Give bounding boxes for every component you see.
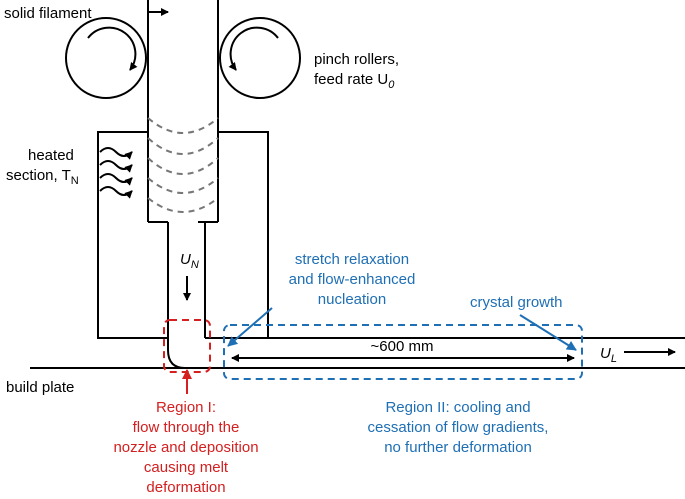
heated-block <box>97 131 269 339</box>
heated-section-label-line1: heated <box>28 147 74 164</box>
stretch-label-line1: stretch relaxation <box>295 251 409 268</box>
region-one-line1: Region I: <box>156 399 216 416</box>
stretch-label-line2: and flow-enhanced <box>289 271 416 288</box>
pinch-rollers-subscript: 0 <box>388 79 395 91</box>
crystal-growth-label: crystal growth <box>470 294 563 311</box>
region-one-line3: nozzle and deposition <box>113 439 258 456</box>
pinch-roller-right <box>219 17 301 99</box>
nozzle-and-strand <box>30 222 685 369</box>
nozzle-velocity-label: UN <box>180 251 199 271</box>
region-one-line5: deformation <box>146 479 225 496</box>
crystal-growth-pointer-arrow <box>519 314 577 351</box>
nucleation-pointer-arrow <box>227 307 273 347</box>
melt-front-curves <box>147 117 219 213</box>
region-one-line2: flow through the <box>133 419 240 436</box>
exit-velocity-label: UL <box>600 345 617 365</box>
pinch-rollers-label-line1: pinch rollers, <box>314 51 399 68</box>
region-two-line1: Region II: cooling and <box>385 399 530 416</box>
pinch-roller-left <box>65 17 147 99</box>
pinch-rollers-label-line2: feed rate U0 <box>314 71 395 91</box>
solid-filament <box>147 0 219 223</box>
region-two-line2: cessation of flow gradients, <box>368 419 549 436</box>
exit-velocity-subscript: L <box>611 353 617 365</box>
distance-label: ~600 mm <box>371 338 434 355</box>
solid-filament-label: solid filament <box>4 5 92 22</box>
nozzle-velocity-subscript: N <box>191 259 199 271</box>
region-two-line3: no further deformation <box>384 439 532 456</box>
build-plate-label: build plate <box>6 379 74 396</box>
region-one-box <box>163 319 211 373</box>
heated-section-subscript: N <box>71 175 79 187</box>
heat-arrows <box>99 147 133 199</box>
stretch-label-line3: nucleation <box>318 291 386 308</box>
heated-section-label-line2: section, TN <box>6 167 79 187</box>
region-two-box <box>223 324 583 380</box>
region-one-line4: causing melt <box>144 459 229 476</box>
